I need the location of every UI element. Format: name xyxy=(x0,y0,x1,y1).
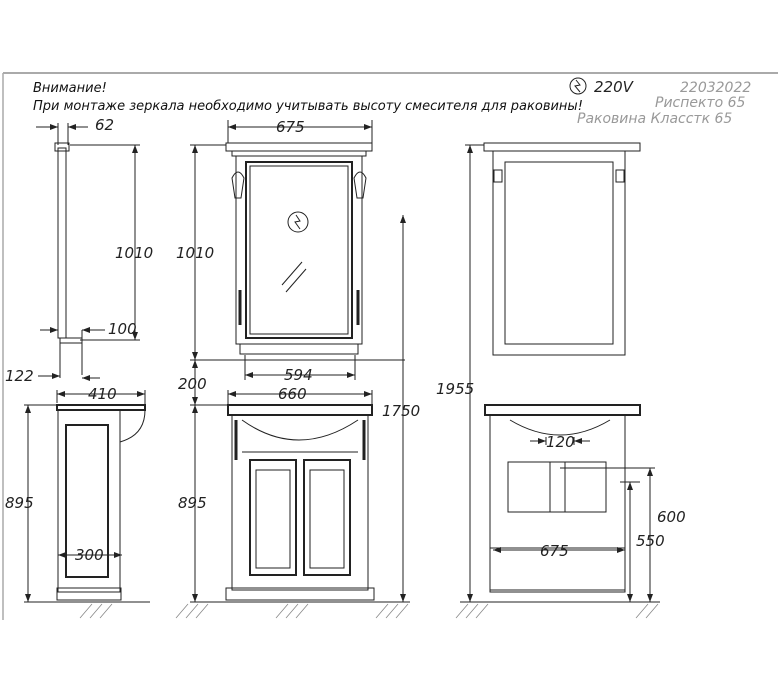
dim-vanity-width: 660 xyxy=(278,385,307,403)
dim-mirror-side-height: 1010 xyxy=(115,244,153,262)
floor-hatching xyxy=(79,603,659,619)
back-view xyxy=(460,142,660,603)
dim-vanity-side-height: 895 xyxy=(5,494,34,512)
dim-back-height-550: 550 xyxy=(636,532,665,550)
dim-gap: 200 xyxy=(178,375,207,393)
dim-back-total-height: 1955 xyxy=(436,380,474,398)
dim-mirror-side-shelf: 100 xyxy=(108,320,137,338)
electric-symbol-icon xyxy=(287,211,309,233)
dim-mirror-shelf-width: 594 xyxy=(284,366,313,384)
mirror-side-view xyxy=(36,123,140,381)
dim-mirror-front-width: 675 xyxy=(276,118,305,136)
voltage-label: 220V xyxy=(594,78,635,96)
dim-back-height-600: 600 xyxy=(657,508,686,526)
dim-mirror-side-depth: 62 xyxy=(95,116,114,134)
drawing-code: 22032022 xyxy=(680,80,751,96)
sink-model: Раковина Класстк 65 xyxy=(577,111,732,127)
dim-vanity-front-height: 895 xyxy=(178,494,207,512)
mirror-front-view xyxy=(190,120,405,380)
mirror-model: Риспекто 65 xyxy=(655,95,746,111)
dim-total-height: 1750 xyxy=(382,402,420,420)
dim-back-pipe-spacing: 120 xyxy=(546,433,575,451)
warning-title: Внимание! xyxy=(33,81,107,96)
dim-vanity-side-inner: 300 xyxy=(75,546,104,564)
dim-vanity-side-depth: 410 xyxy=(88,385,117,403)
dim-back-width: 675 xyxy=(540,542,569,560)
dim-mirror-front-height: 1010 xyxy=(176,244,214,262)
warning-text: При монтаже зеркала необходимо учитывать… xyxy=(33,99,583,114)
vanity-front-view xyxy=(190,215,410,603)
vanity-side-view xyxy=(24,390,150,603)
dim-mirror-side-offset: 122 xyxy=(5,367,34,385)
electric-symbol-icon xyxy=(569,77,587,95)
